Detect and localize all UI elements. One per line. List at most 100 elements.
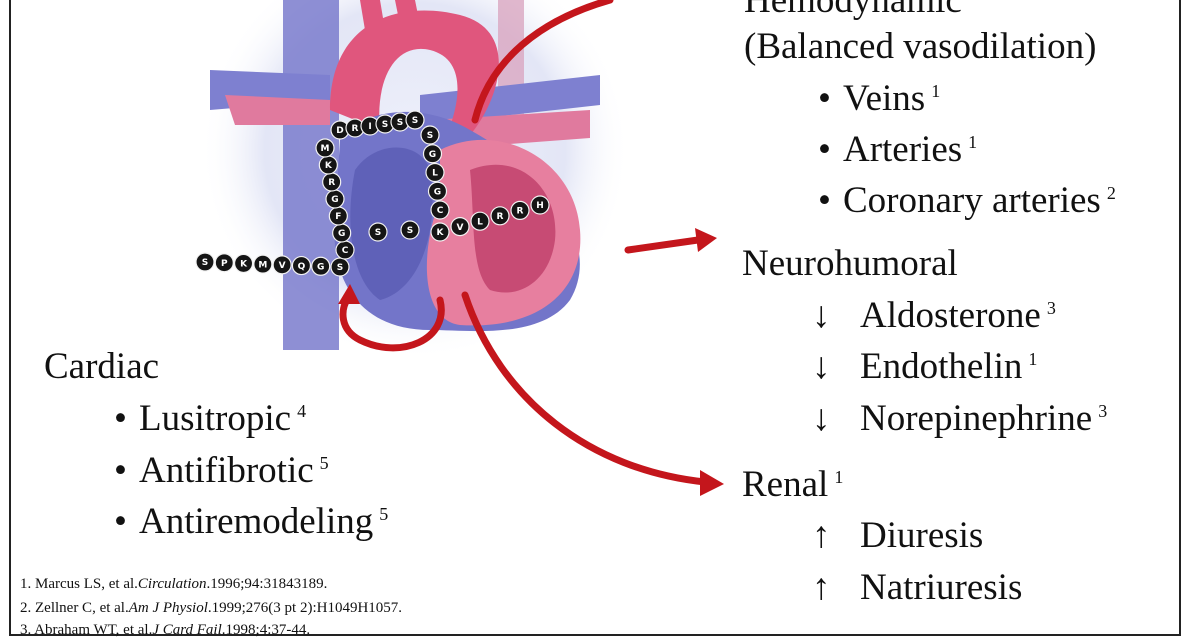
svg-text:M: M <box>321 144 330 154</box>
svg-text:C: C <box>342 246 349 256</box>
svg-text:G: G <box>429 150 436 160</box>
hemodynamic-title: Hemodynamic <box>744 0 962 21</box>
peptide-bead: V <box>450 217 470 237</box>
heart-background <box>200 0 630 360</box>
svg-text:P: P <box>221 259 228 269</box>
arrowhead-neurohumoral <box>695 228 717 252</box>
peptide-bead: L <box>470 211 490 231</box>
renal-item: ↑Natriuresis <box>812 567 1023 608</box>
svg-text:G: G <box>434 187 441 197</box>
svg-text:R: R <box>517 207 524 217</box>
peptide-bead: H <box>530 195 550 215</box>
peptide-bead: S <box>420 125 440 145</box>
svg-text:S: S <box>397 118 403 128</box>
reference-2: 2. Zellner C, et al.Am J Physiol.1999;27… <box>20 600 403 616</box>
down-arrow-icon: ↓ <box>812 346 831 387</box>
peptide-bead: R <box>345 118 365 138</box>
peptide-bead: K <box>318 155 338 175</box>
peptide-bead: K <box>430 222 450 242</box>
arrow-to-neurohumoral <box>624 236 702 254</box>
neurohumoral-title: Neurohumoral <box>742 243 958 284</box>
peptide-bead: Q <box>291 255 312 276</box>
peptide-bead: K <box>233 253 254 274</box>
red-arrows <box>339 0 709 486</box>
reference-3: 3. Abraham WT, et al.J Card Fail.1998;4:… <box>20 622 311 638</box>
svg-text:V: V <box>279 261 286 271</box>
svg-text:R: R <box>352 124 359 134</box>
peptide-bead: V <box>272 255 292 275</box>
svg-text:S: S <box>427 131 433 141</box>
svg-text:R: R <box>497 212 504 222</box>
svg-text:D: D <box>336 126 343 136</box>
peptide-bead: C <box>335 240 355 260</box>
arrowhead-cardiac <box>338 284 360 304</box>
svg-text:K: K <box>240 260 248 270</box>
peptide-bead: S <box>400 220 420 240</box>
peptide-bead: G <box>422 144 443 164</box>
reference-1: 1. Marcus LS, et al.Circulation.1996;94:… <box>20 576 328 592</box>
peptide-bead: S <box>195 252 215 272</box>
peptide-bead: R <box>490 206 510 226</box>
peptide-bead: G <box>325 189 345 209</box>
svg-text:S: S <box>202 258 208 268</box>
cardiac-title: Cardiac <box>44 346 160 387</box>
svg-text:S: S <box>337 263 343 273</box>
svg-text:S: S <box>407 226 413 236</box>
peptide-bead: G <box>427 181 448 201</box>
svg-text:R: R <box>328 178 335 188</box>
renal-item: ↑Diuresis <box>812 515 984 556</box>
peptide-bead: S <box>330 257 350 277</box>
svg-text:M: M <box>258 260 267 270</box>
arrow-to-hemodynamic <box>471 0 614 124</box>
svg-text:G: G <box>331 195 338 205</box>
peptide-bead: P <box>214 253 234 273</box>
red-arrowheads <box>338 228 724 496</box>
peptide-bead: F <box>328 206 348 226</box>
svg-text:K: K <box>325 161 333 171</box>
down-arrow-icon: ↓ <box>812 398 831 439</box>
svg-text:L: L <box>432 169 438 179</box>
svg-text:S: S <box>382 120 388 130</box>
peptide-bead: M <box>253 254 273 274</box>
svg-text:S: S <box>375 228 381 238</box>
peptide-bead: S <box>405 110 425 130</box>
up-arrow-icon: ↑ <box>812 515 831 556</box>
peptide-bead: G <box>311 256 331 276</box>
svg-text:I: I <box>368 122 371 132</box>
peptide-bead: C <box>430 200 450 220</box>
svg-text:G: G <box>317 262 324 272</box>
svg-text:Q: Q <box>298 262 306 272</box>
peptide-bead: R <box>510 200 530 220</box>
svg-text:K: K <box>437 228 445 238</box>
svg-text:L: L <box>477 217 483 227</box>
arrowhead-renal <box>700 470 724 496</box>
arrow-cardiac-loop <box>339 294 445 352</box>
peptide-bead: S <box>368 222 388 242</box>
svg-text:F: F <box>335 212 341 222</box>
svg-text:H: H <box>536 201 544 211</box>
arrow-to-renal <box>461 291 709 486</box>
svg-text:S: S <box>412 116 418 126</box>
down-arrow-icon: ↓ <box>812 295 831 336</box>
svg-text:C: C <box>437 206 444 216</box>
peptide-bead: M <box>315 138 335 158</box>
svg-text:G: G <box>338 229 345 239</box>
svg-text:V: V <box>457 223 464 233</box>
peptide-bead: L <box>425 162 445 183</box>
peptide-bead: G <box>332 223 352 243</box>
up-arrow-icon: ↑ <box>812 567 831 608</box>
hemodynamic-subtitle: (Balanced vasodilation) <box>744 26 1097 67</box>
peptide-bead: R <box>322 172 342 192</box>
